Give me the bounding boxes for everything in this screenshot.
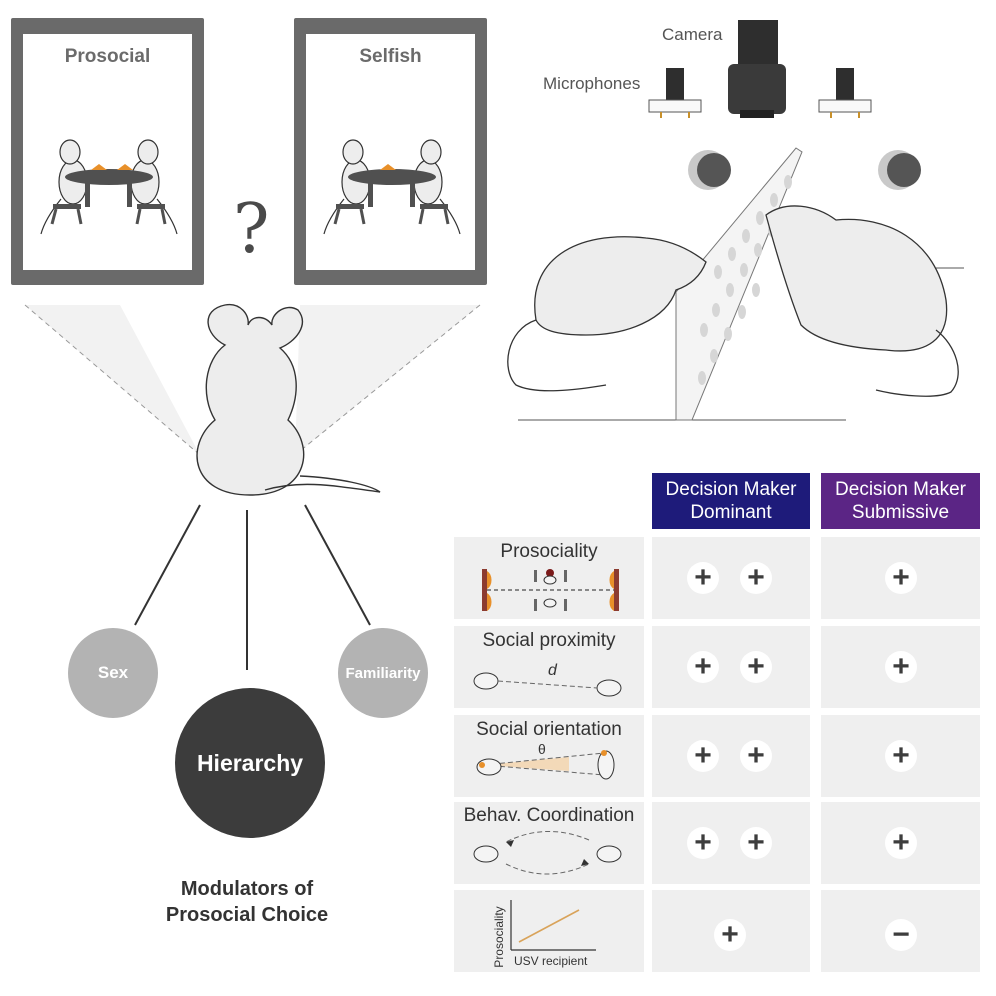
hierarchy-label: Hierarchy — [196, 749, 304, 776]
mini-plot-xlabel: USV recipient — [514, 954, 588, 968]
selfish-panel: Selfish — [294, 18, 487, 285]
prosocial-panel: Prosocial — [11, 18, 204, 285]
rats-at-table-illustration — [40, 139, 178, 235]
cell-social-proximity-dominant: + + — [652, 626, 810, 708]
row-label-cell-social-proximity: Social proximity d — [454, 626, 644, 708]
cell-social-orientation-submissive: + — [821, 715, 980, 797]
usv-prosociality-mini-plot — [510, 900, 596, 951]
familiarity-label: Familiarity — [345, 664, 421, 682]
cell-behav-coordination-submissive: + — [821, 802, 980, 884]
plus-sign: + — [687, 827, 719, 859]
plus-sign: + — [687, 651, 719, 683]
cell-usv-submissive: − — [821, 890, 980, 972]
plus-sign: + — [885, 740, 917, 772]
column-header-submissive-line2: Submissive — [851, 502, 950, 523]
plus-sign: + — [885, 651, 917, 683]
column-header-submissive: Decision Maker Submissive — [821, 473, 980, 529]
row-label-social-orientation: Social orientation — [476, 719, 622, 740]
prosocial-label: Prosocial — [64, 46, 151, 67]
plus-sign: + — [740, 827, 772, 859]
row-label-cell-prosociality: Prosociality — [454, 537, 644, 619]
mini-plot-ylabel: Prosociality — [492, 906, 506, 968]
question-mark: ? — [233, 190, 270, 269]
plus-sign: + — [885, 562, 917, 594]
prosociality-task-icon — [482, 569, 619, 611]
row-label-behav-coordination: Behav. Coordination — [463, 805, 635, 826]
column-header-submissive-line1: Decision Maker — [835, 479, 966, 500]
row-label-prosociality: Prosociality — [500, 541, 598, 562]
plus-sign: + — [687, 740, 719, 772]
column-header-dominant: Decision Maker Dominant — [652, 473, 810, 529]
plus-sign: + — [740, 651, 772, 683]
row-label-cell-behav-coordination: Behav. Coordination — [454, 802, 644, 884]
modulators-title: Modulators of Prosocial Choice — [97, 876, 397, 928]
trend-line — [518, 909, 580, 943]
thinking-rat-illustration — [24, 303, 481, 670]
cell-social-proximity-submissive: + — [821, 626, 980, 708]
camera-label: Camera — [662, 25, 723, 44]
social-orientation-icon — [476, 750, 615, 780]
cell-social-orientation-dominant: + + — [652, 715, 810, 797]
row-label-social-proximity: Social proximity — [482, 630, 616, 651]
cell-prosociality-dominant: + + — [652, 537, 810, 619]
column-header-dominant-line1: Decision Maker — [665, 479, 797, 500]
camera-icon — [728, 20, 786, 118]
plus-sign: + — [687, 562, 719, 594]
plus-sign: + — [885, 827, 917, 859]
proximity-symbol: d — [548, 662, 557, 679]
sex-circle: Sex — [68, 628, 158, 718]
orientation-symbol: θ — [538, 741, 546, 757]
microphones-label: Microphones — [543, 74, 641, 93]
behav-coordination-icon — [473, 831, 622, 875]
cell-behav-coordination-dominant: + + — [652, 802, 810, 884]
modulators-title-line1: Modulators of — [180, 878, 314, 900]
plus-sign: + — [740, 740, 772, 772]
row-label-cell-usv: Prosociality USV recipient — [454, 890, 644, 972]
plus-sign: + — [714, 919, 746, 951]
row-label-cell-social-orientation: Social orientation θ — [454, 715, 644, 797]
recording-setup-illustration — [507, 20, 964, 421]
cell-usv-dominant: + — [652, 890, 810, 972]
social-proximity-icon — [473, 672, 622, 697]
familiarity-circle: Familiarity — [338, 628, 428, 718]
rats-at-table-illustration — [323, 139, 461, 235]
sex-label: Sex — [97, 663, 129, 682]
plus-sign: + — [740, 562, 772, 594]
selfish-label: Selfish — [359, 46, 422, 67]
cell-prosociality-submissive: + — [821, 537, 980, 619]
modulators-title-line2: Prosocial Choice — [165, 904, 329, 926]
microphone-icon — [818, 68, 872, 118]
minus-sign: − — [885, 919, 917, 951]
hierarchy-circle: Hierarchy — [175, 688, 325, 838]
column-header-dominant-line2: Dominant — [690, 502, 772, 523]
microphone-icon — [648, 68, 702, 118]
